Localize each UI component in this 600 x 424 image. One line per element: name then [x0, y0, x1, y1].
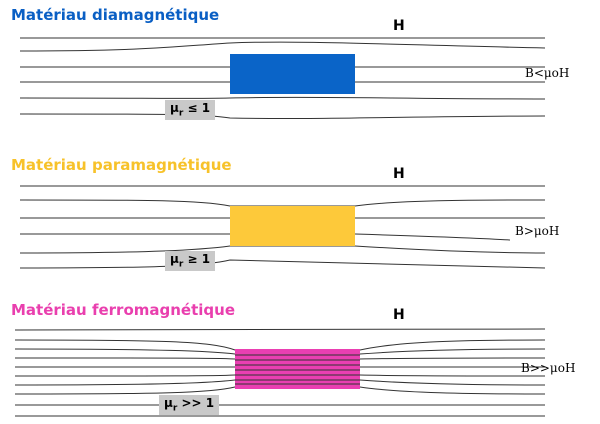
diamagnetic-block — [230, 54, 355, 94]
mu-relation: ≥ 1 — [187, 252, 211, 266]
mu-subscript: r — [178, 259, 184, 270]
mu-symbol: μ — [170, 101, 179, 115]
mu-subscript: r — [172, 403, 178, 414]
field-h-label: H — [393, 166, 405, 182]
ferromagnetic-panel: Matériau ferromagnétique H B>>μoH μr >> … — [0, 295, 600, 424]
paramagnetic-block — [230, 206, 355, 246]
b-relation-label: B<μoH — [525, 66, 570, 80]
permeability-badge: μr >> 1 — [159, 395, 220, 416]
permeability-badge: μr ≤ 1 — [165, 100, 216, 121]
permeability-badge: μr ≥ 1 — [165, 251, 216, 272]
diamagnetic-panel: Matériau diamagnétique H B<μoH μr ≤ 1 — [0, 0, 600, 130]
mu-symbol: μ — [170, 252, 179, 266]
field-lines-diagram — [19, 185, 546, 269]
ferromagnetic-block — [235, 349, 360, 389]
b-relation-label: B>>μoH — [521, 361, 576, 375]
paramagnetic-panel: Matériau paramagnétique H B>μoH μr ≥ 1 — [0, 150, 600, 280]
paramagnetic-title: Matériau paramagnétique — [11, 156, 232, 174]
mu-subscript: r — [178, 108, 184, 119]
mu-relation: >> 1 — [181, 396, 215, 410]
field-lines-diagram — [14, 328, 546, 417]
mu-relation: ≤ 1 — [187, 101, 211, 115]
field-h-label: H — [393, 307, 405, 323]
diamagnetic-title: Matériau diamagnétique — [11, 6, 220, 24]
field-h-label: H — [393, 18, 405, 34]
field-lines-diagram — [19, 37, 546, 120]
mu-symbol: μ — [164, 396, 173, 410]
b-relation-label: B>μoH — [515, 224, 560, 238]
ferromagnetic-title: Matériau ferromagnétique — [11, 301, 235, 319]
